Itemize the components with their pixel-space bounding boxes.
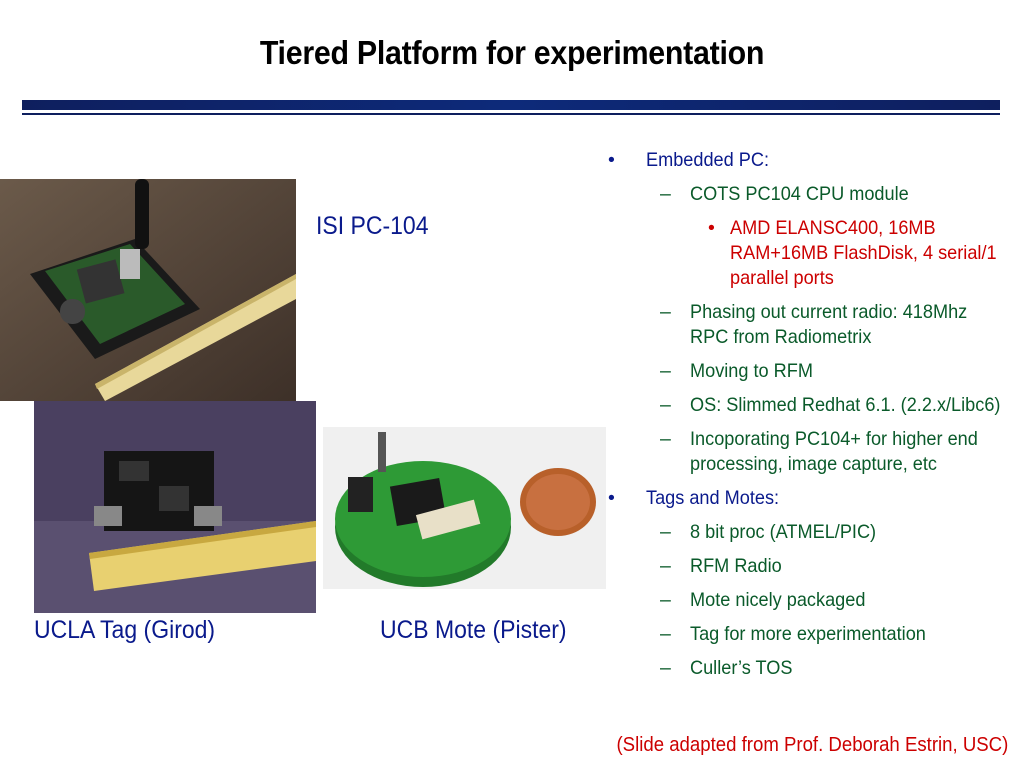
- bullet-text: OS: Slimmed Redhat 6.1. (2.2.x/Libc6): [690, 394, 1001, 416]
- ucb-mote-photo: [323, 427, 606, 589]
- bullet-marker: –: [660, 183, 671, 205]
- bullet-text: Culler’s TOS: [690, 657, 793, 679]
- isi-pc104-caption: ISI PC-104: [316, 212, 429, 240]
- bullet-text: COTS PC104 CPU module: [690, 183, 909, 205]
- bullet-marker: –: [660, 428, 671, 450]
- bullet-item: • Tags and Motes:: [600, 486, 1000, 511]
- bullet-marker: –: [660, 589, 671, 611]
- ucla-tag-photo: [34, 401, 316, 613]
- bullet-marker: •: [608, 149, 615, 171]
- bullet-text: AMD ELANSC400, 16MB RAM+16MB FlashDisk, …: [730, 217, 997, 289]
- title-rule: [22, 100, 1000, 110]
- bullet-item: –8 bit proc (ATMEL/PIC): [600, 520, 1000, 545]
- bullet-marker: •: [608, 487, 615, 509]
- bullet-marker: –: [660, 657, 671, 679]
- bullet-marker: –: [660, 360, 671, 382]
- bullet-list: •Embedded PC:–COTS PC104 CPU module•AMD …: [600, 148, 1000, 690]
- bullet-item: –Culler’s TOS: [600, 656, 1000, 681]
- bullet-text: 8 bit proc (ATMEL/PIC): [690, 521, 877, 543]
- slide-title: Tiered Platform for experimentation: [259, 34, 765, 71]
- bullet-item: –RFM Radio: [600, 554, 1000, 579]
- bullet-text: Tags and Motes:: [646, 487, 780, 509]
- bullet-marker: –: [660, 394, 671, 416]
- bullet-marker: –: [660, 301, 671, 323]
- bullet-item: –COTS PC104 CPU module: [600, 182, 1000, 207]
- bullet-item: –Incoporating PC104+ for higher end proc…: [600, 427, 1000, 477]
- bullet-marker: –: [660, 555, 671, 577]
- bullet-item: –Phasing out current radio: 418Mhz RPC f…: [600, 300, 1000, 350]
- bullet-text: RFM Radio: [690, 555, 782, 577]
- bullet-item: –OS: Slimmed Redhat 6.1. (2.2.x/Libc6): [600, 393, 1000, 418]
- slide-footer: (Slide adapted from Prof. Deborah Estrin…: [616, 734, 1008, 756]
- ucla-tag-caption: UCLA Tag (Girod): [34, 616, 216, 644]
- bullet-text: Tag for more experimentation: [690, 623, 926, 645]
- bullet-item: • AMD ELANSC400, 16MB RAM+16MB FlashDisk,…: [600, 216, 1000, 291]
- bullet-text: Mote nicely packaged: [690, 589, 866, 611]
- isi-pc104-photo: [0, 179, 296, 401]
- bullet-item: –Tag for more experimentation: [600, 622, 1000, 647]
- bullet-item: –Moving to RFM: [600, 359, 1000, 384]
- ucb-mote-caption: UCB Mote (Pister): [380, 616, 567, 644]
- bullet-text: Moving to RFM: [690, 360, 813, 382]
- bullet-text: Phasing out current radio: 418Mhz RPC fr…: [690, 301, 968, 348]
- bullet-item: • Embedded PC:: [600, 148, 1000, 173]
- bullet-marker: –: [660, 623, 671, 645]
- bullet-item: –Mote nicely packaged: [600, 588, 1000, 613]
- bullet-marker: •: [708, 217, 715, 239]
- title-rule-thin: [22, 113, 1000, 115]
- bullet-text: Embedded PC:: [646, 149, 769, 171]
- bullet-text: Incoporating PC104+ for higher end proce…: [690, 428, 978, 475]
- bullet-marker: –: [660, 521, 671, 543]
